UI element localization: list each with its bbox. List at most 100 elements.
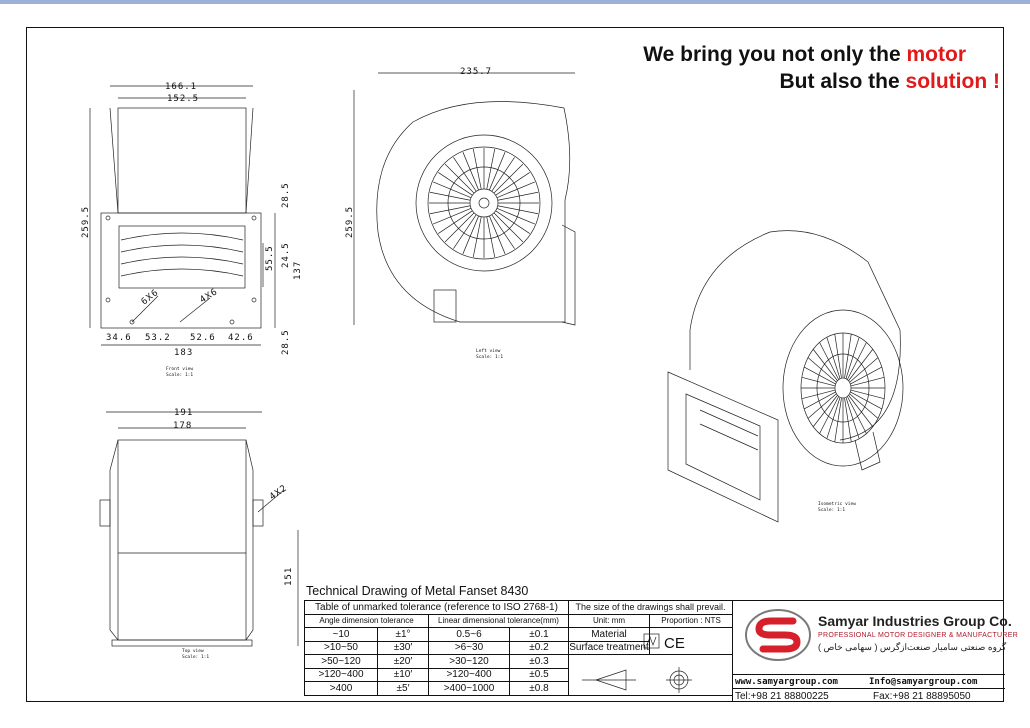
table-row: ~10 ±1° 0.5~6 ±0.1 Material [304, 627, 733, 655]
grille-spoke [848, 395, 873, 427]
table-cell: ±5′ [377, 681, 429, 696]
dim-label: 28.5 [281, 329, 291, 355]
tolerance-table: Table of unmarked tolerance (reference t… [304, 600, 733, 696]
company-block: Samyar Industries Group Co. PROFESSIONAL… [732, 600, 1018, 702]
side-tab [99, 499, 111, 527]
dim-label: 55.5 [265, 245, 275, 271]
table-cell: ±10′ [377, 667, 429, 682]
leader-line [257, 489, 285, 513]
contact-web-row: www.samyargroup.com Info@samyargroup.com [733, 674, 1005, 689]
table-header: Table of unmarked tolerance (reference t… [304, 600, 569, 615]
dim-label: 151 [284, 567, 294, 586]
grille-spokes [429, 148, 539, 258]
grille-center [478, 197, 490, 209]
iso-outlet [685, 393, 761, 501]
grille-spoke [849, 357, 879, 383]
dim-label: 152.5 [167, 94, 199, 104]
company-tagline: PROFESSIONAL MOTOR DESIGNER & MANUFACTUR… [818, 632, 1019, 639]
company-logo [745, 609, 811, 661]
slogan-line-1: We bring you not only the motor [643, 43, 966, 67]
unit-cell: Unit: mm [568, 613, 650, 628]
grille-spoke [848, 349, 873, 381]
mount-hole [129, 319, 135, 325]
grille-spoke [804, 366, 836, 385]
slogan-highlight: motor [906, 43, 967, 66]
isometric-view: Isometric view Scale: 1:1 [667, 230, 904, 523]
iso-grille-spokes [801, 333, 885, 443]
dim-label: 178 [173, 421, 192, 431]
scroll-housing [376, 101, 571, 323]
grille-spoke [429, 205, 471, 215]
grille-spoke [834, 334, 842, 378]
grille-spoke [495, 210, 530, 234]
grille-spoke [462, 152, 479, 191]
view-caption: Scale: 1:1 [818, 507, 845, 513]
table-cell: ±0.2 [509, 640, 569, 655]
dim-label: 4X2 [268, 483, 290, 502]
sheet-frame [26, 27, 1004, 702]
grille-spoke [813, 349, 838, 381]
slogan-highlight: solution ! [905, 70, 1000, 93]
housing-rim [415, 134, 553, 272]
grille-spoke [486, 216, 496, 258]
grille-spoke [497, 205, 539, 215]
grille-spoke [801, 389, 836, 399]
leader-line [179, 297, 211, 323]
grille-spoke [850, 366, 882, 385]
dim-label: 53.2 [145, 333, 171, 343]
view-caption: Scale: 1:1 [476, 354, 503, 360]
fax: Fax:+98 21 88895050 [873, 691, 971, 702]
table-row: >400 ±5′ >400~1000 ±0.8 [304, 681, 733, 696]
website-link[interactable]: www.samyargroup.com [735, 677, 838, 687]
grille-spoke [453, 214, 477, 249]
table-cell: >400 [304, 681, 378, 696]
grille-spoke [486, 148, 496, 190]
outlet-side [561, 224, 576, 326]
fan-body-upper [117, 107, 247, 214]
grille-spoke [444, 163, 475, 194]
dim-label: 4X6 [198, 287, 220, 306]
grille-spoke [497, 191, 539, 201]
column-header: Angle dimension tolerance [304, 613, 429, 628]
grille-spoke [438, 172, 473, 196]
grille-spoke [472, 216, 482, 258]
grille-spoke [847, 396, 867, 434]
iso-foot [854, 431, 881, 471]
dim-label: 137 [293, 261, 303, 280]
table-row: Table of unmarked tolerance (reference t… [304, 600, 733, 615]
table-cell: ±0.8 [509, 681, 569, 696]
grille-spoke [433, 208, 472, 225]
company-name-persian: گروه صنعتی سامیار صنعت‌ازگرس ( سهامی خاص… [818, 642, 1007, 652]
view-caption: Isometric view [818, 501, 856, 507]
grille-spoke [495, 172, 530, 196]
grille-spoke [813, 395, 838, 427]
view-caption: Front view [166, 366, 193, 372]
dim-label: 183 [174, 348, 193, 358]
table-row: Angle dimension tolerance Linear dimensi… [304, 613, 733, 628]
grille-spoke [472, 148, 482, 190]
marks-cell [649, 627, 733, 655]
slogan-text: But also the [779, 70, 906, 93]
outlet-opening [118, 225, 246, 289]
grille-spoke [489, 152, 506, 191]
body-side-right [245, 107, 254, 214]
table-cell: ±0.1 [509, 627, 569, 642]
logo-ring [745, 609, 811, 661]
proportion-cell: Proportion : NTS [649, 613, 733, 628]
table-cell: >10~50 [304, 640, 378, 655]
table-row: >50~120 ±20′ >30~120 ±0.3 [304, 654, 733, 696]
grille-spoke [850, 389, 885, 399]
surface-label: Surface treatment [568, 640, 650, 655]
email-link[interactable]: Info@samyargroup.com [869, 677, 978, 687]
company-name: Samyar Industries Group Co. [818, 613, 1012, 629]
logo-s-shape [755, 617, 801, 653]
grille-hub [469, 188, 499, 218]
slogan-line-2: But also the solution ! [780, 70, 1001, 94]
iso-housing-face [782, 309, 904, 467]
grille-spoke [845, 337, 860, 379]
prevail-note: The size of the drawings shall prevail. [568, 600, 733, 615]
body-side-left [109, 107, 119, 214]
grille-spoke [491, 214, 515, 249]
dim-label: 42.6 [228, 333, 254, 343]
